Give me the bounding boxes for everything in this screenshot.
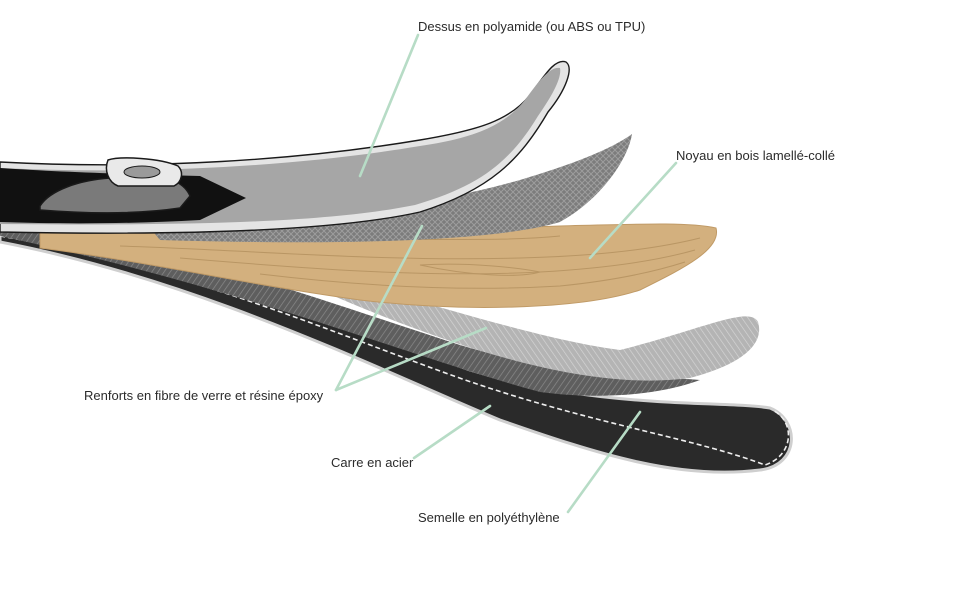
fiber-light-layer bbox=[280, 262, 760, 381]
leader-fiber-upper bbox=[334, 224, 424, 392]
leader-edge bbox=[412, 404, 492, 460]
leader-lines bbox=[334, 33, 678, 514]
leader-fiber-lower bbox=[334, 326, 488, 392]
wood-grain bbox=[119, 235, 701, 289]
label-fiber: Renforts en fibre de verre et résine épo… bbox=[84, 388, 324, 403]
leader-base bbox=[566, 410, 642, 514]
leader-core bbox=[588, 161, 678, 260]
leader-top-sheet bbox=[358, 33, 420, 178]
fiber-upper-layer bbox=[150, 134, 632, 243]
label-core: Noyau en bois lamellé-collé bbox=[676, 148, 835, 163]
label-base: Semelle en polyéthylène bbox=[418, 510, 560, 525]
ski-binding-icon bbox=[39, 157, 191, 214]
label-edge: Carre en acier bbox=[331, 455, 414, 470]
label-top-sheet: Dessus en polyamide (ou ABS ou TPU) bbox=[418, 19, 646, 34]
